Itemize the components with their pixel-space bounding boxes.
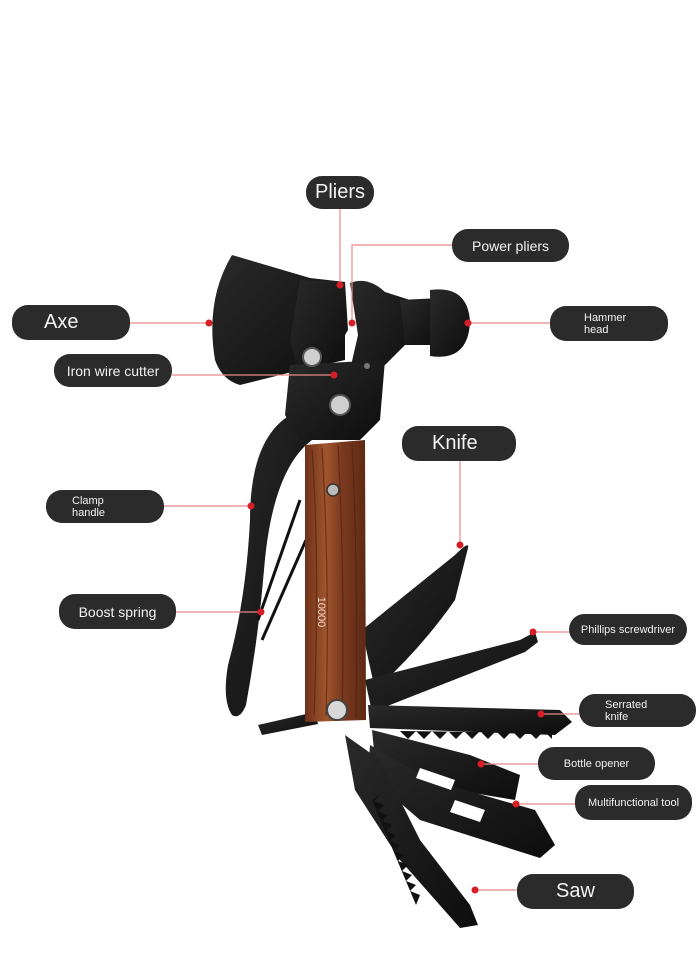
leader-dot-serrated-knife	[538, 711, 545, 718]
clamp-handle-arm	[226, 410, 318, 735]
leader-dot-hammer-head	[465, 320, 472, 327]
callout-axe: Axe	[12, 305, 130, 340]
callout-serrated-knife-line2: knife	[605, 711, 628, 723]
leader-dot-phillips-screwdriver	[530, 629, 537, 636]
callout-pliers: Pliers	[306, 176, 374, 209]
callout-knife: Knife	[402, 426, 516, 461]
callout-boost-spring-text: Boost spring	[79, 604, 157, 620]
leader-dot-boost-spring	[258, 609, 265, 616]
callout-iron-wire-cutter-text: Iron wire cutter	[67, 363, 160, 379]
callout-phillips-screwdriver: Phillips screwdriver	[569, 614, 687, 645]
callout-multifunctional-tool: Multifunctional tool	[575, 785, 692, 820]
callout-bottle-opener-text: Bottle opener	[564, 758, 629, 770]
leader-dot-saw	[472, 887, 479, 894]
leader-dot-clamp-handle	[248, 503, 255, 510]
callout-clamp-handle-line1: Clamp	[72, 495, 104, 507]
callout-hammer-head-line2: head	[584, 324, 608, 336]
handle-engraving: 10000	[315, 597, 327, 628]
leader-dot-multifunctional-tool	[513, 801, 520, 808]
callout-iron-wire-cutter: Iron wire cutter	[54, 354, 172, 387]
leader-dot-pliers	[337, 282, 344, 289]
callout-boost-spring: Boost spring	[59, 594, 176, 629]
callout-clamp-handle: Clamp handle	[46, 490, 164, 523]
callout-saw-text: Saw	[556, 880, 595, 903]
callout-power-pliers-text: Power pliers	[472, 238, 549, 254]
callout-serrated-knife: Serrated knife	[579, 694, 696, 727]
wooden-handle	[305, 440, 366, 722]
callout-multifunctional-tool-text: Multifunctional tool	[588, 797, 679, 809]
callout-axe-text: Axe	[44, 311, 78, 334]
callout-hammer-head: Hammer head	[550, 306, 668, 341]
leader-dot-axe	[206, 320, 213, 327]
callout-bottle-opener: Bottle opener	[538, 747, 655, 780]
leader-dot-bottle-opener	[478, 761, 485, 768]
fanned-tools	[345, 545, 572, 928]
callout-phillips-screwdriver-text: Phillips screwdriver	[581, 624, 675, 636]
leader-dot-power-pliers	[349, 320, 356, 327]
leader-dot-knife	[457, 542, 464, 549]
callout-power-pliers: Power pliers	[452, 229, 569, 262]
serrated-knife-blade	[368, 705, 572, 735]
callout-hammer-head-line1: Hammer	[584, 312, 626, 324]
hammer-face	[430, 289, 470, 356]
callout-serrated-knife-line1: Serrated	[605, 699, 647, 711]
callout-clamp-handle-line2: handle	[72, 507, 105, 519]
callout-saw: Saw	[517, 874, 634, 909]
callout-knife-text: Knife	[432, 432, 478, 455]
callout-pliers-text: Pliers	[315, 181, 365, 204]
serrated-knife-teeth	[400, 731, 552, 739]
leader-dot-iron-wire-cutter	[331, 372, 338, 379]
